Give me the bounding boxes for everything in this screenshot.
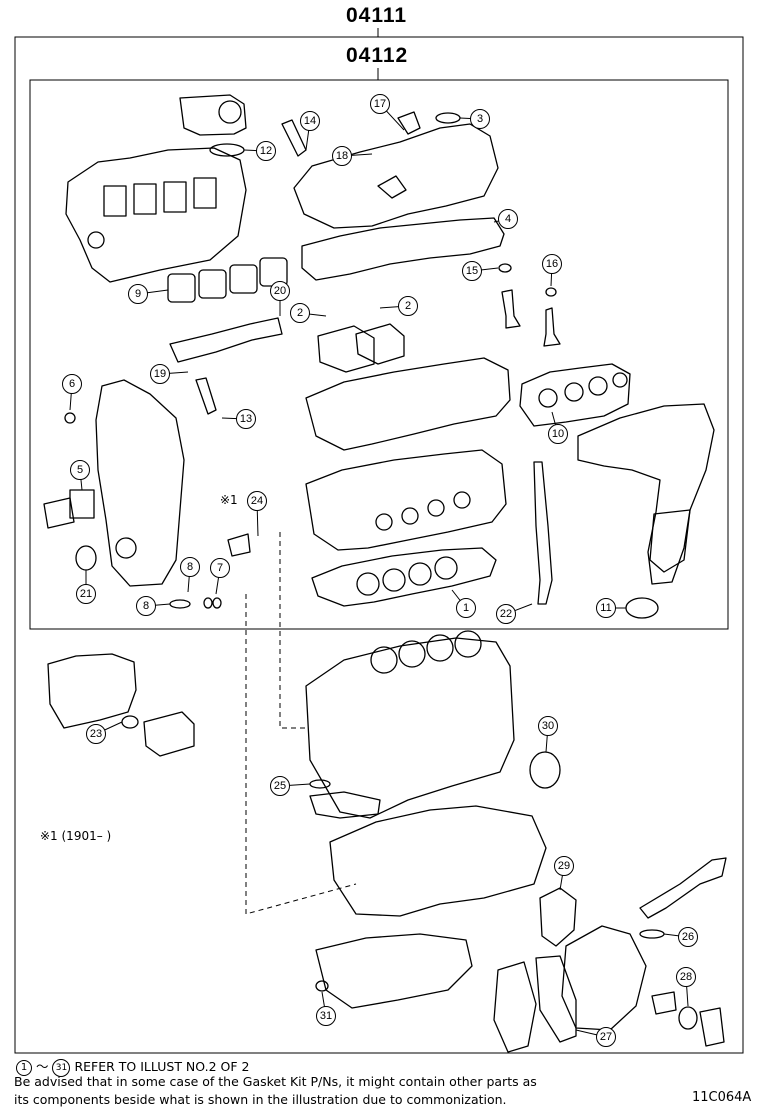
thermostat-gasket [678, 1006, 698, 1030]
callout-15[interactable]: 15 [462, 261, 482, 281]
valve-seal [498, 263, 512, 273]
callout-6[interactable]: 6 [62, 374, 82, 394]
throttle-body [179, 94, 247, 136]
intake-manifold [65, 147, 247, 283]
callout-8[interactable]: 8 [180, 557, 200, 577]
callout-31[interactable]: 31 [316, 1006, 336, 1026]
cylinder-head-cover [293, 123, 499, 229]
timing-chain-cover [95, 379, 185, 587]
o-ring-2 [203, 597, 213, 609]
leader-dashed-1 [279, 532, 306, 729]
cylinder-block [305, 630, 515, 819]
callout-10[interactable]: 10 [548, 424, 568, 444]
head-gasket [311, 547, 497, 607]
callout-27[interactable]: 27 [596, 1027, 616, 1047]
water-pump [561, 925, 647, 1031]
refer-line: 1 〜 31 REFER TO ILLUST NO.2 OF 2 [16, 1056, 249, 1077]
valve [501, 289, 521, 329]
rear-oil-seal [529, 751, 561, 789]
exhaust-manifold-gasket [519, 363, 631, 427]
oil-filler-cap [397, 111, 421, 135]
pipe-gasket [639, 929, 665, 939]
thermostat [651, 991, 677, 1015]
water-pump-gasket-27 [535, 955, 577, 1043]
oil-strainer-gasket [309, 779, 331, 789]
callout-3[interactable]: 3 [470, 109, 490, 129]
callout-14[interactable]: 14 [300, 111, 320, 131]
callout-13[interactable]: 13 [236, 409, 256, 429]
cylinder-head [305, 449, 507, 551]
valve-2 [543, 307, 561, 347]
gasket-5 [69, 489, 95, 519]
refer-text: REFER TO ILLUST NO.2 OF 2 [74, 1059, 250, 1074]
oil-pan-upper [329, 805, 547, 917]
inner-kit-frame [29, 79, 729, 630]
o-ring [169, 599, 191, 609]
callout-4[interactable]: 4 [498, 209, 518, 229]
callout-17[interactable]: 17 [370, 94, 390, 114]
callout-12[interactable]: 12 [256, 141, 276, 161]
valve-seal-2 [545, 287, 557, 297]
callout-11[interactable]: 11 [596, 598, 616, 618]
footnote-marker: ※1 [220, 493, 238, 507]
sensor-small [227, 533, 251, 557]
callout-21[interactable]: 21 [76, 584, 96, 604]
bracket [143, 711, 195, 757]
callout-20[interactable]: 20 [270, 281, 290, 301]
inner-kit-code: 04112 [346, 44, 409, 67]
exhaust-gasket-ring [625, 597, 659, 619]
exhaust-manifold-catalyst [577, 403, 715, 585]
plug [64, 412, 76, 424]
callout-24[interactable]: 24 [247, 491, 267, 511]
advisory-line-1: Be advised that in some case of the Gask… [14, 1074, 537, 1089]
callout-9[interactable]: 9 [128, 284, 148, 304]
oil-filler-gasket [435, 112, 461, 124]
injector [195, 377, 217, 415]
outer-kit-frame [14, 36, 744, 1054]
cam-cap-left [317, 325, 375, 373]
cover-gasket [47, 653, 137, 729]
drain-plug-gasket [315, 980, 329, 992]
callout-16[interactable]: 16 [542, 254, 562, 274]
water-pipe [639, 857, 727, 919]
o-ring-3 [212, 597, 222, 609]
head-cover-gasket [301, 217, 505, 281]
leader-dashed-2 [245, 594, 357, 915]
oil-seal [75, 545, 97, 571]
oil-strainer [309, 791, 381, 819]
callout-7[interactable]: 7 [210, 558, 230, 578]
range-tilde: 〜 [35, 1059, 49, 1074]
footnote-date-note: ※1 (1901– ) [40, 829, 112, 843]
callout-26[interactable]: 26 [678, 927, 698, 947]
callout-22[interactable]: 22 [496, 604, 516, 624]
intake-gaskets [167, 257, 288, 303]
callout-18[interactable]: 18 [332, 146, 352, 166]
cam-cap-right [355, 323, 405, 365]
dipstick-guide [533, 461, 553, 605]
fuel-rail [169, 317, 283, 363]
advisory-line-2: its components beside what is shown in t… [14, 1092, 507, 1107]
outer-kit-code: 04111 [346, 4, 408, 27]
seal-23 [121, 715, 139, 729]
camshaft-housing [305, 357, 511, 451]
callout-28[interactable]: 28 [676, 967, 696, 987]
callout-2[interactable]: 2 [398, 296, 418, 316]
callout-2[interactable]: 2 [290, 303, 310, 323]
callout-29[interactable]: 29 [554, 856, 574, 876]
callout-1[interactable]: 1 [456, 598, 476, 618]
callout-23[interactable]: 23 [86, 724, 106, 744]
oil-pan-lower [315, 933, 473, 1009]
callout-19[interactable]: 19 [150, 364, 170, 384]
illustration-id: 11C064A [692, 1090, 752, 1105]
water-inlet [699, 1007, 725, 1047]
callout-25[interactable]: 25 [270, 776, 290, 796]
callout-5[interactable]: 5 [70, 460, 90, 480]
callout-8[interactable]: 8 [136, 596, 156, 616]
pulley [493, 961, 537, 1053]
callout-30[interactable]: 30 [538, 716, 558, 736]
water-inlet-gasket [43, 497, 75, 529]
water-pump-gasket [539, 887, 577, 947]
